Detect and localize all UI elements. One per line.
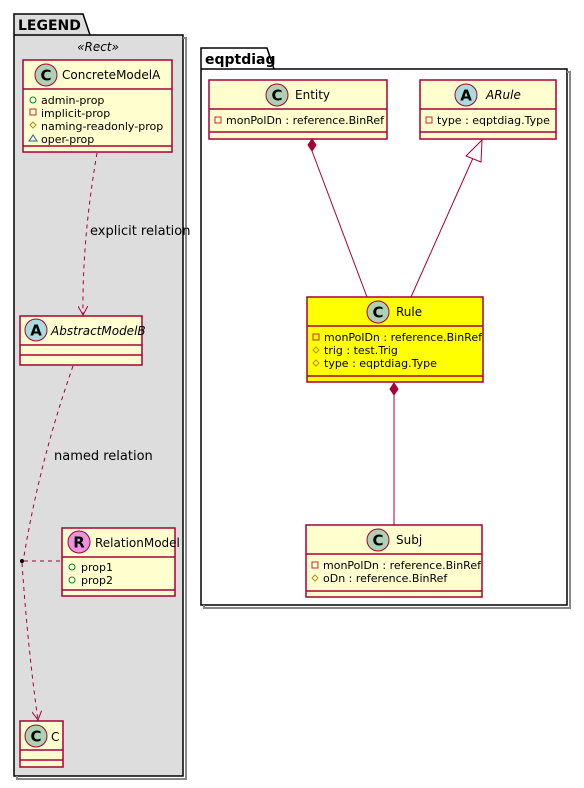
attr-type: type : eqptdiag.Type bbox=[324, 357, 437, 370]
attr-monpoldn: monPolDn : reference.BinRef bbox=[323, 559, 482, 572]
inheritance-rule-arule bbox=[410, 138, 483, 298]
class-c-icon bbox=[24, 724, 48, 748]
protected-icon bbox=[312, 346, 320, 354]
composition-entity-rule bbox=[307, 138, 368, 298]
public-icon bbox=[68, 563, 76, 571]
class-c-letter: C bbox=[372, 532, 383, 550]
class-c-icon bbox=[34, 63, 58, 87]
abstract-a-icon bbox=[454, 83, 478, 107]
private-icon bbox=[311, 561, 319, 569]
attr-trig: trig : test.Trig bbox=[324, 344, 398, 357]
class-name: C bbox=[51, 730, 59, 744]
composition-rule-subj bbox=[389, 382, 399, 525]
legend-stereotype: «Rect» bbox=[77, 40, 119, 54]
relation-named: named relation bbox=[20, 365, 153, 720]
class-name: ARule bbox=[485, 88, 521, 102]
relation-r-letter: R bbox=[73, 534, 85, 552]
class-c-letter: C bbox=[40, 67, 51, 85]
class-arule[interactable]: A ARule type : eqptdiag.Type bbox=[419, 79, 557, 140]
private-icon bbox=[425, 116, 433, 124]
attr-monpoldn: monPolDn : reference.BinRef bbox=[324, 331, 483, 344]
class-name: ConcreteModelA bbox=[62, 68, 161, 82]
class-c-icon bbox=[366, 300, 390, 324]
attr-prop1: prop1 bbox=[81, 561, 113, 574]
legend-title: LEGEND bbox=[18, 18, 81, 34]
class-name: RelationModel bbox=[95, 536, 180, 550]
public-icon bbox=[29, 96, 37, 104]
abstract-a-letter: A bbox=[30, 322, 42, 340]
class-c-letter: C bbox=[372, 304, 383, 322]
eqptdiag-title: eqptdiag bbox=[205, 52, 276, 68]
class-abstract-model-b[interactable]: A AbstractModelB bbox=[19, 315, 146, 366]
class-subj[interactable]: C Subj monPolDn : reference.BinRef oDn :… bbox=[305, 524, 483, 598]
class-name: Rule bbox=[396, 305, 422, 319]
class-c-letter: C bbox=[30, 728, 41, 746]
class-name: Entity bbox=[295, 88, 330, 102]
class-name: AbstractModelB bbox=[50, 324, 146, 338]
named-relation-label: named relation bbox=[54, 449, 153, 464]
abstract-a-letter: A bbox=[460, 87, 472, 105]
association-point bbox=[20, 559, 24, 563]
attr-prop2: prop2 bbox=[81, 574, 113, 587]
class-c-icon bbox=[265, 83, 289, 107]
attr-odn: oDn : reference.BinRef bbox=[323, 572, 448, 585]
class-rule[interactable]: C Rule monPolDn : reference.BinRef trig … bbox=[306, 296, 484, 383]
class-relation-model[interactable]: R RelationModel prop1 prop2 bbox=[61, 527, 180, 597]
class-c-letter: C bbox=[271, 87, 282, 105]
attr-implicit-prop: implicit-prop bbox=[41, 107, 110, 120]
protected-icon bbox=[29, 121, 37, 129]
attr-monpoldn: monPolDn : reference.BinRef bbox=[226, 114, 385, 127]
class-concrete-model-a[interactable]: C ConcreteModelA admin-prop implicit-pro… bbox=[22, 59, 173, 153]
package-private-icon bbox=[28, 134, 38, 142]
private-icon bbox=[29, 108, 37, 116]
explicit-relation-label: explicit relation bbox=[90, 224, 190, 239]
public-icon bbox=[68, 576, 76, 584]
relation-r-icon bbox=[67, 530, 91, 554]
class-name: Subj bbox=[396, 533, 422, 547]
protected-icon bbox=[312, 359, 320, 367]
relation-explicit: explicit relation bbox=[83, 152, 190, 315]
attr-type: type : eqptdiag.Type bbox=[437, 114, 550, 127]
class-c[interactable]: C C bbox=[19, 720, 64, 768]
class-entity[interactable]: C Entity monPolDn : reference.BinRef bbox=[208, 79, 388, 140]
attr-oper-prop: oper-prop bbox=[41, 133, 94, 146]
protected-icon bbox=[311, 574, 319, 582]
private-icon bbox=[214, 116, 222, 124]
private-icon bbox=[312, 333, 320, 341]
attr-naming-readonly-prop: naming-readonly-prop bbox=[41, 120, 163, 133]
class-c-icon bbox=[366, 528, 390, 552]
abstract-a-icon bbox=[24, 318, 48, 342]
attr-admin-prop: admin-prop bbox=[41, 94, 104, 107]
